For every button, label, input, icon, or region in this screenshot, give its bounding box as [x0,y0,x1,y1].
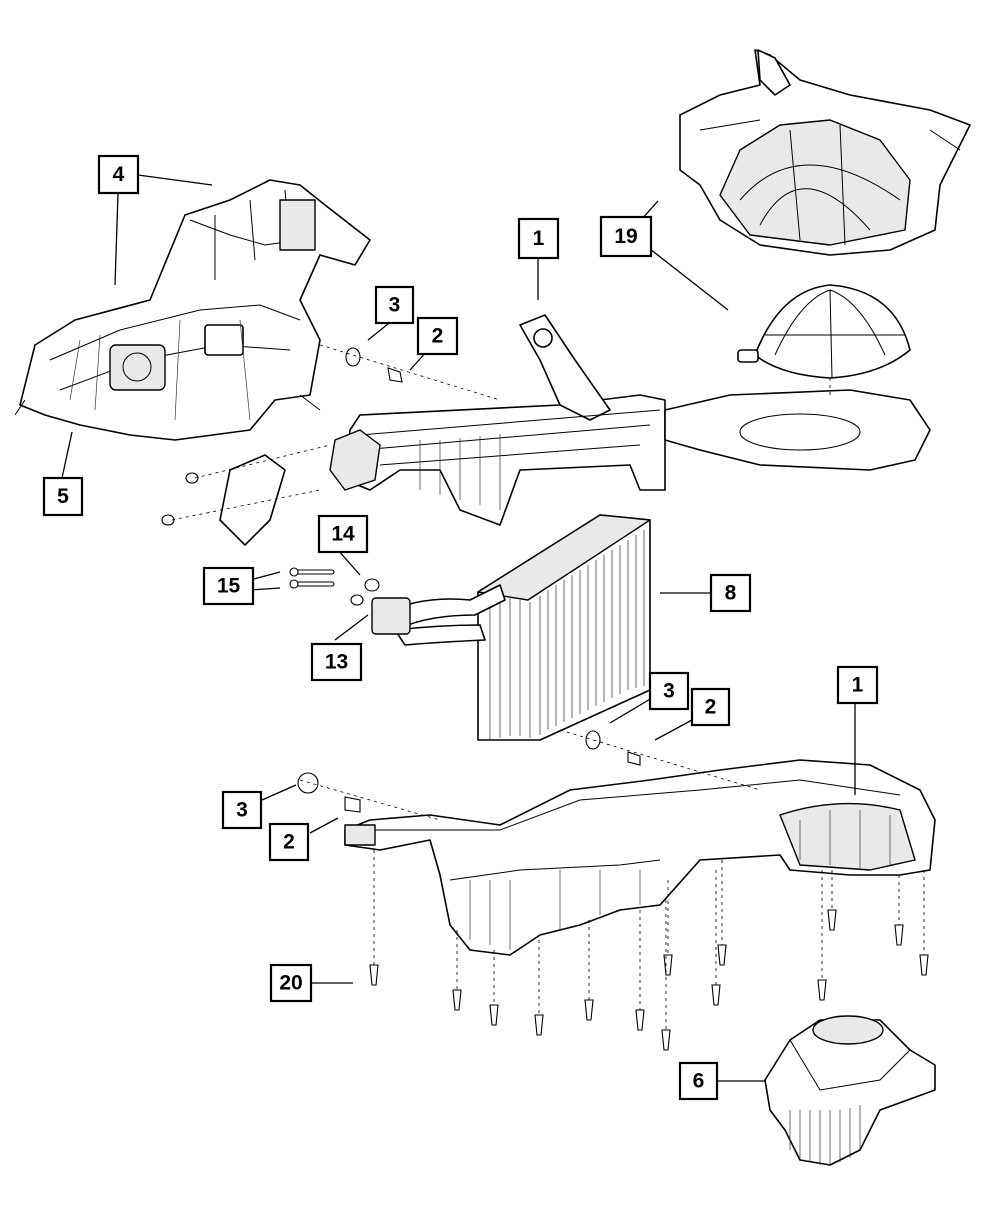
callout-2-upper: 2 [416,316,459,356]
svg-text:8: 8 [725,582,737,605]
callout-19: 19 [599,215,653,258]
svg-text:14: 14 [331,523,355,546]
svg-text:1: 1 [852,674,864,697]
callout-8: 8 [709,573,752,613]
blower-motor [764,1015,936,1166]
hardware-fasteners [161,344,929,1051]
callout-1-upper: 1 [517,217,560,260]
svg-text:15: 15 [217,575,241,598]
callout-15: 15 [202,566,255,606]
callout-4: 4 [97,154,140,195]
callout-3-upper: 3 [374,285,415,325]
svg-text:6: 6 [693,1070,705,1093]
leader-lines [61,174,856,1082]
callout-13: 13 [310,642,363,682]
callout-2-lower: 2 [268,822,310,862]
bottom-screw-set [369,850,929,1051]
svg-text:2: 2 [705,696,717,719]
svg-text:1: 1 [533,227,545,250]
svg-text:2: 2 [283,831,295,854]
svg-text:13: 13 [325,651,348,674]
lower-hvac-housing [344,759,936,956]
callout-20: 20 [269,963,313,1003]
svg-text:3: 3 [236,799,248,822]
callouts: 4 5 1 19 3 2 14 15 [42,154,879,1101]
blower-scroll-cover [679,49,971,256]
callout-3-middle: 3 [648,671,690,711]
svg-text:3: 3 [389,294,401,317]
callout-1-lower: 1 [836,665,879,705]
actuator-housing [14,179,371,441]
upper-hvac-housing [219,314,931,546]
callout-5: 5 [42,476,84,517]
svg-text:20: 20 [279,972,302,995]
svg-text:19: 19 [614,225,637,248]
svg-text:2: 2 [432,325,444,348]
blower-dome-screen [737,284,911,395]
svg-text:5: 5 [57,485,69,508]
svg-text:3: 3 [663,680,675,703]
callout-6: 6 [678,1061,719,1101]
callout-14: 14 [317,514,369,554]
callout-3-lower: 3 [221,790,263,830]
svg-text:4: 4 [113,163,125,186]
callout-2-middle: 2 [690,687,731,727]
evaporator-core [371,514,651,741]
